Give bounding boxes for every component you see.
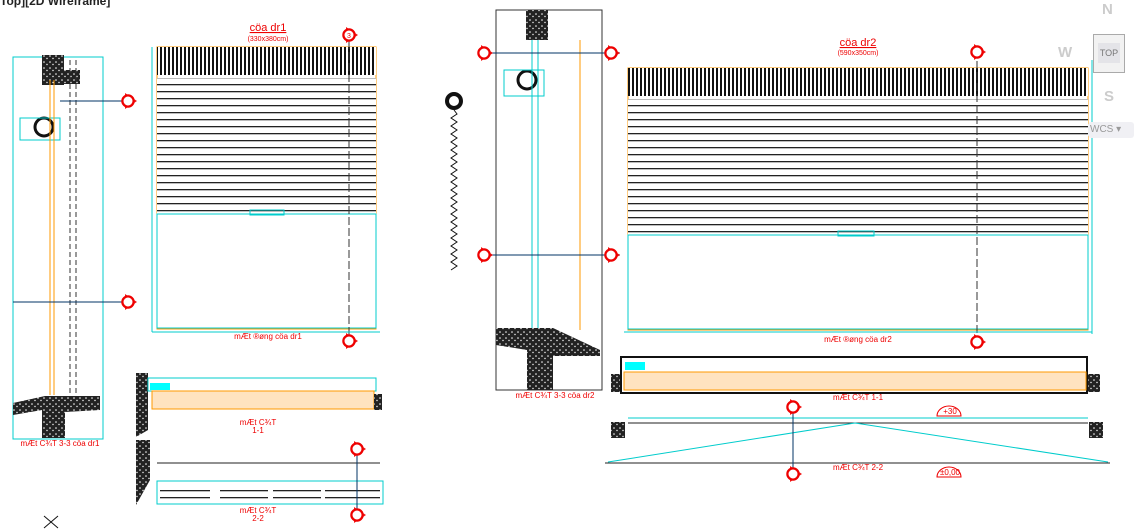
ucs-cursor-icon xyxy=(43,515,59,529)
compass-south[interactable]: S xyxy=(1104,88,1115,105)
door1-size: (330x380cm) xyxy=(248,36,289,43)
door2-section-33: mÆt C¾T 3-3 cöa dr2 xyxy=(445,9,620,400)
section-markers: 3 xyxy=(121,26,987,524)
door2-size: (590x350cm) xyxy=(838,50,879,57)
door1-section-11: mÆt C¾T 1-1 xyxy=(136,373,382,437)
door2-elevation: cöa dr2 (590x350cm) mÆt ®øng cöa dr2 xyxy=(624,37,1093,344)
door2-title: cöa dr2 xyxy=(840,37,877,49)
door2-section-11: mÆt C¾T 1-1 xyxy=(611,356,1100,402)
door1-elevation-label: mÆt ®øng cöa dr1 xyxy=(234,332,302,341)
viewcube-top-label: TOP xyxy=(1098,43,1120,63)
viewcube-top-face[interactable]: TOP xyxy=(1093,34,1125,73)
door1-section-22: mÆt C¾T 2-2 xyxy=(136,440,384,523)
viewport-label[interactable]: Top][2D Wireframe] xyxy=(0,0,111,8)
door2-section11-label: mÆt C¾T 1-1 xyxy=(833,393,884,402)
level-base: ±0,00 xyxy=(940,468,961,477)
marker-label: 3 xyxy=(347,33,351,40)
door2-section33-label: mÆt C¾T 3-3 cöa dr2 xyxy=(516,391,596,400)
door2-section22-label: mÆt C¾T 2-2 xyxy=(833,463,884,472)
door1-title: cöa dr1 xyxy=(250,22,287,34)
door1-section11-label: mÆt C¾T xyxy=(240,418,277,427)
door1-section22-number: 2-2 xyxy=(252,514,264,523)
compass-north[interactable]: N xyxy=(1102,1,1113,18)
door2-section-22: mÆt C¾T 2-2 +30 ±0,00 xyxy=(605,405,1110,478)
level-top: +30 xyxy=(943,407,957,416)
door1-section11-number: 1-1 xyxy=(252,426,264,435)
door2-elevation-label: mÆt ®øng cöa dr2 xyxy=(824,335,892,344)
compass-west[interactable]: W xyxy=(1058,44,1073,61)
door1-section-33: mÆt C¾T 3-3 cöa dr1 xyxy=(12,55,125,448)
door1-section22-label: mÆt C¾T xyxy=(240,506,277,515)
wcs-dropdown[interactable]: WCS ▾ xyxy=(1088,122,1134,138)
door1-elevation: cöa dr1 (330x380cm) mÆt ®øng cöa dr1 xyxy=(151,22,380,341)
door1-section33-label: mÆt C¾T 3-3 cöa dr1 xyxy=(21,439,101,448)
